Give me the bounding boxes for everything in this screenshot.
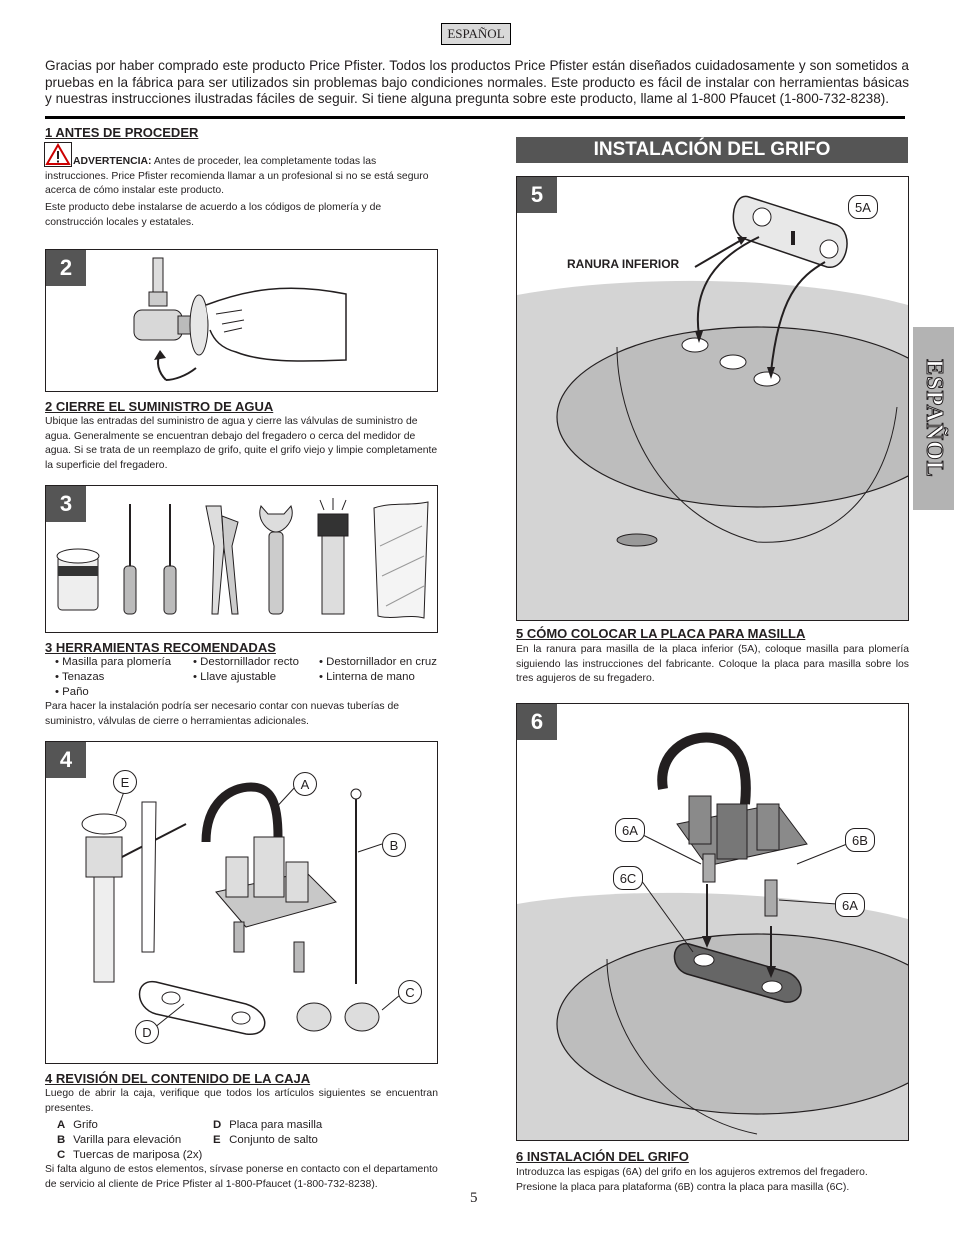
- section5-text: En la ranura para masilla de la placa in…: [516, 644, 909, 685]
- tool-item: • Destornillador recto: [193, 656, 299, 668]
- section2-text: Ubique las entradas del suministro de ag…: [45, 416, 438, 471]
- part-item: A Grifo: [57, 1119, 98, 1131]
- part-item: C Tuercas de mariposa (2x): [57, 1149, 203, 1161]
- section4-title: 4 REVISIÓN DEL CONTENIDO DE LA CAJA: [45, 1071, 311, 1086]
- section1-warning: ADVERTENCIA: Antes de proceder, lea comp…: [45, 155, 438, 199]
- flashlight-icon: [317, 498, 349, 615]
- step6-badge: 6: [517, 704, 557, 740]
- intro-paragraph: Gracias por haber comprado este producto…: [45, 58, 909, 106]
- wing-nuts-icon: [296, 1002, 380, 1032]
- tool-row: • Tenazas • Llave ajustable • Linterna d…: [55, 670, 437, 685]
- side-language-tab: ESPAÑOL: [913, 327, 954, 510]
- section4-text: Luego de abrir la caja, verifique que to…: [45, 1088, 438, 1114]
- section4-footer: Si falta alguno de estos elementos, sírv…: [45, 1164, 438, 1190]
- lift-rod-icon: [350, 788, 362, 984]
- ranura-label: RANURA INFERIOR: [567, 257, 680, 271]
- part-item: E Conjunto de salto: [213, 1134, 318, 1146]
- callout-e: E: [113, 770, 137, 794]
- faucet-6-icon: [657, 732, 808, 917]
- callout-d: D: [135, 1020, 159, 1044]
- box-contents-drawing: [81, 782, 401, 1035]
- putty-plate-icon: [138, 981, 266, 1035]
- tools-drawing: [56, 498, 429, 619]
- section5-title: 5 CÓMO COLOCAR LA PLACA PARA MASILLA: [516, 626, 806, 641]
- step3-badge: 3: [46, 486, 86, 522]
- shutoff-valve-drawing: [133, 257, 347, 381]
- pliers-icon: [205, 505, 239, 615]
- tool-item: • Paño: [55, 686, 89, 698]
- step4-illustration: 4: [45, 741, 438, 1064]
- part-item: D Placa para masilla: [213, 1119, 323, 1131]
- sink-putty-plate-drawing: [517, 195, 908, 620]
- lift-strap-icon: [141, 801, 157, 953]
- putty-can-icon: [56, 548, 100, 611]
- step6-illustration: 6 6A 6B 6C 6A: [516, 703, 909, 1141]
- rag-icon: [373, 501, 429, 619]
- faucet-install-drawing: [517, 732, 908, 1140]
- tool-item: • Masilla para plomería: [55, 656, 172, 668]
- section6-text: Introduzca las espigas (6A) del grifo en…: [516, 1167, 868, 1193]
- step5-badge: 5: [517, 177, 557, 213]
- install-banner: INSTALACIÓN DEL GRIFO: [516, 137, 908, 163]
- tool-item: • Destornillador en cruz: [319, 656, 437, 668]
- tool-row: • Masilla para plomería • Destornillador…: [55, 655, 437, 670]
- section3-note: Para hacer la instalación podría ser nec…: [45, 701, 400, 727]
- callout-b: B: [382, 833, 406, 857]
- putty-plate-5a-icon: [732, 195, 848, 268]
- section2-title: 2 CIERRE EL SUMINISTRO DE AGUA: [45, 399, 274, 414]
- putty-plate-6c-icon: [673, 943, 802, 1003]
- step2-illustration: 2: [45, 249, 438, 392]
- step2-badge: 2: [46, 250, 86, 286]
- callout-a: A: [293, 772, 317, 796]
- section3-title: 3 HERRAMIENTAS RECOMENDADAS: [45, 640, 276, 655]
- page-number: 5: [470, 1190, 478, 1206]
- parts-list: A Grifo D Placa para masilla B Varilla p…: [57, 1118, 322, 1163]
- callout-6b: 6B: [845, 828, 875, 852]
- flat-screwdriver-icon: [123, 504, 137, 615]
- adjustable-wrench-icon: [259, 505, 293, 615]
- tool-list: • Masilla para plomería • Destornillador…: [55, 655, 437, 700]
- warning-label: ADVERTENCIA:: [73, 156, 152, 167]
- callout-6a-right: 6A: [835, 893, 865, 917]
- tool-item: • Linterna de mano: [319, 671, 415, 683]
- section1-code-text: Este producto debe instalarse de acuerdo…: [45, 202, 382, 228]
- parts-row: A Grifo D Placa para masilla: [57, 1118, 322, 1133]
- tool-item: • Llave ajustable: [193, 671, 277, 683]
- parts-row: B Varilla para elevación E Conjunto de s…: [57, 1133, 322, 1148]
- phillips-screwdriver-icon: [163, 504, 177, 615]
- warning-icon: [44, 142, 72, 167]
- callout-c: C: [398, 980, 422, 1004]
- language-tag: ESPAÑOL: [441, 23, 511, 45]
- callout-6c: 6C: [613, 866, 643, 890]
- section1-title: 1 ANTES DE PROCEDER: [45, 125, 199, 140]
- faucet-icon: [201, 782, 337, 973]
- step4-badge: 4: [46, 742, 86, 778]
- warning-text: Antes de proceder, lea completamente tod…: [45, 156, 429, 197]
- parts-row: C Tuercas de mariposa (2x): [57, 1148, 322, 1163]
- pop-up-drain-icon: [81, 813, 187, 983]
- step3-illustration: 3: [45, 485, 438, 633]
- tool-row: • Paño: [55, 685, 437, 700]
- section6-title: 6 INSTALACIÓN DEL GRIFO: [516, 1149, 689, 1164]
- side-tab-label: ESPAÑOL: [921, 359, 948, 479]
- part-item: B Varilla para elevación: [57, 1134, 182, 1146]
- callout-5a: 5A: [848, 195, 878, 219]
- tool-item: • Tenazas: [55, 671, 105, 683]
- step5-illustration: 5 5A RANURA INFERIOR: [516, 176, 909, 621]
- header-rule: [45, 116, 905, 119]
- callout-6a-left: 6A: [615, 818, 645, 842]
